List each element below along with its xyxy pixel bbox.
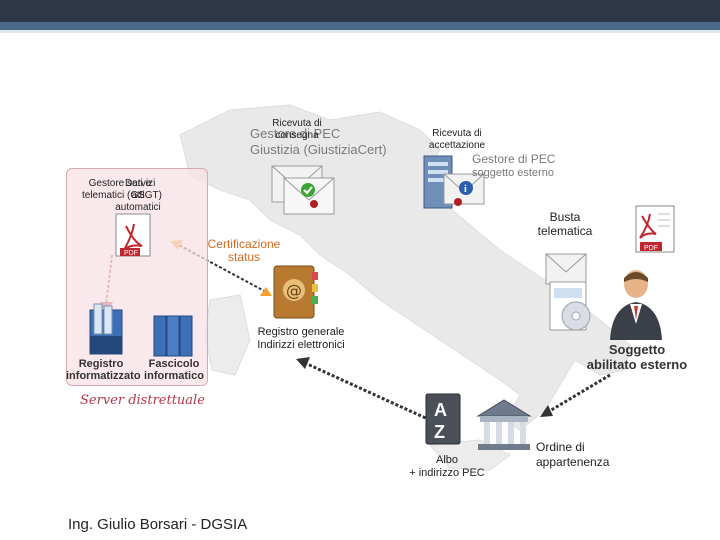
ordine-appartenenza-label: Ordine di appartenenza: [536, 440, 610, 469]
svg-text:@: @: [286, 281, 302, 300]
binder-icon: [153, 315, 193, 357]
certificazione-status-label: Certificazione status: [207, 237, 281, 264]
arrow-registro-generale: [304, 361, 431, 422]
svg-text:PDF: PDF: [644, 245, 658, 252]
busta-telematica-label: Busta telematica: [537, 210, 593, 238]
sardinia-map-shape: [204, 294, 251, 376]
albo-label: Albo + indirizzo PEC: [409, 454, 485, 479]
slide-accent-bar: [0, 22, 720, 30]
address-book-icon: @: [273, 265, 318, 319]
svg-text:PDF: PDF: [124, 250, 138, 257]
server-icon: i: [423, 155, 485, 209]
svg-text:Z: Z: [434, 422, 445, 442]
slide-stripe: [0, 30, 720, 33]
envelope-icon: [545, 253, 591, 331]
registro-generale-label: Registro generale Indirizzi elettronici: [257, 326, 345, 351]
az-book-icon: A Z: [425, 393, 461, 445]
gestore-pec-giustizia-sublabel: Giustizia (GiustiziaCert): [250, 142, 387, 157]
svg-text:i: i: [464, 184, 467, 195]
gestore-pec-esterno-sublabel: soggetto esterno: [472, 167, 554, 179]
ricevuta-accettazione-label: Ricevuta di accettazione: [428, 128, 486, 151]
courthouse-icon: [476, 399, 532, 450]
binder-icon: [89, 303, 123, 355]
gestore-pec-esterno-label: Gestore di PEC: [472, 152, 556, 166]
svg-text:A: A: [434, 400, 447, 420]
server-distrettuale-label: Server distrettuale: [80, 393, 205, 408]
arrowhead-certificazione-right: [260, 287, 272, 296]
gestore-pec-giustizia-label: Gestore di PEC: [250, 126, 341, 141]
pdf-document-icon: PDF: [115, 213, 151, 257]
ricevuta-consegna-label: Ricevuta di consegna: [272, 118, 322, 141]
envelope-icon: [271, 165, 335, 215]
pdf-document-icon: PDF: [635, 205, 675, 253]
footer-author: Ing. Giulio Borsari - DGSIA: [68, 516, 248, 533]
soggetto-abilitato-label: Soggetto abilitato esterno: [586, 342, 688, 372]
arrow-ordine: [547, 373, 611, 414]
fascicolo-informatico-label: Fascicolo informatico: [144, 358, 204, 382]
dati-atti-label: Dati e atti automatici: [115, 178, 161, 213]
arrowhead-ordine: [540, 405, 553, 417]
person-icon: [610, 270, 662, 340]
arrowhead-registro-generale: [296, 357, 310, 369]
registro-informatizzato-label: Registro informatizzato: [66, 358, 141, 382]
gestore-servizi-label: Gestore servizi telematici (GSGT): [81, 178, 162, 201]
slide-top-bar: [0, 0, 720, 22]
